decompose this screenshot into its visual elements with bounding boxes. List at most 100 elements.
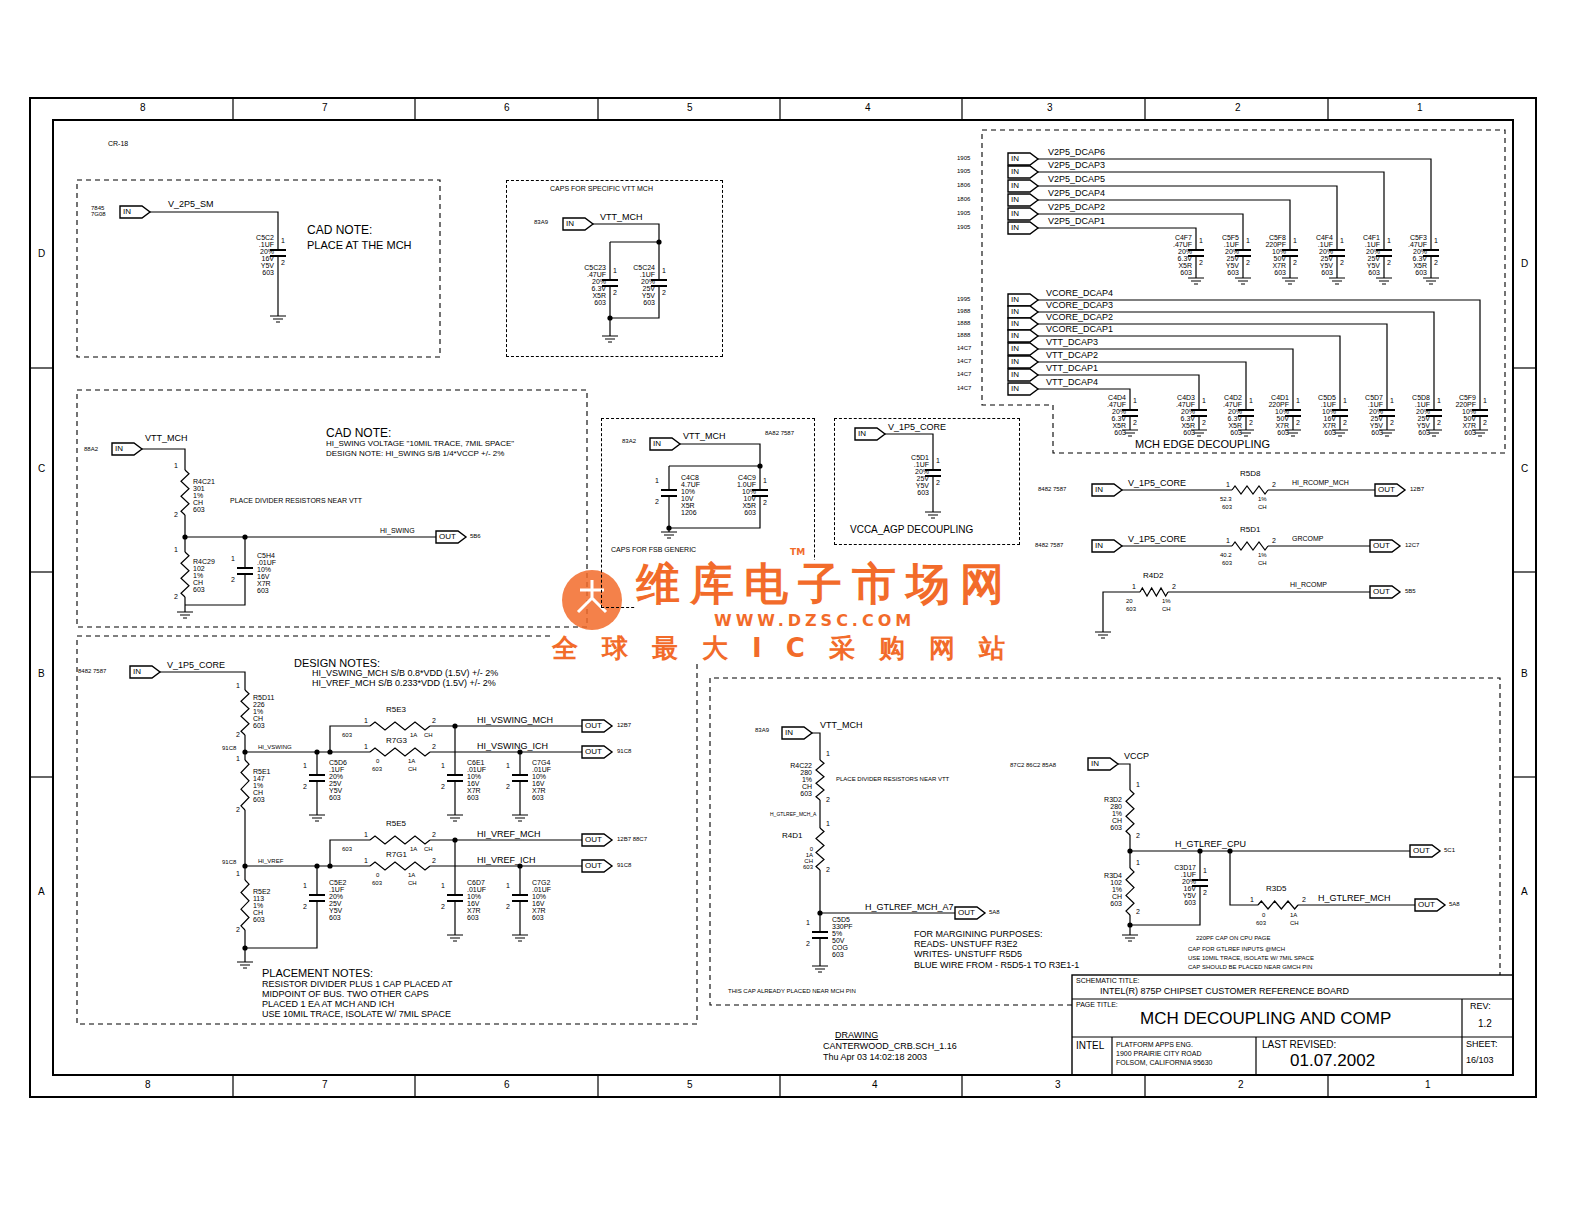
signal-label: 1 (1417, 102, 1423, 113)
signal-label: 14C7 (957, 345, 971, 352)
ground-symbol (177, 612, 193, 618)
pin-number: 1 (1226, 481, 1230, 489)
pin-number: 1 (662, 267, 666, 275)
pin-number: 2 (303, 903, 307, 911)
signal-label: DESIGN NOTES: (294, 657, 380, 669)
signal-label: 8482 7587 (78, 668, 106, 675)
wire (1038, 214, 1243, 250)
part-value: C4D3 .47UF 20% 6.3V X5R 603 (1176, 394, 1195, 436)
wire (184, 597, 185, 612)
signal-label: H_GTLREF_MCH_A7 (865, 903, 954, 913)
pin-number: 2 (506, 783, 510, 791)
pin-number: 1 (1199, 237, 1203, 245)
part-value: C5D8 .1UF 20% 25V Y5V 603 (1412, 394, 1430, 436)
signal-label: DRAWING (835, 1031, 878, 1041)
wire (1298, 904, 1415, 905)
signal-label: OUT (585, 836, 602, 845)
signal-label: B (1521, 668, 1528, 679)
signal-label: IN (1011, 345, 1019, 354)
signal-label: OUT (585, 862, 602, 871)
signal-label: CAD NOTE: (326, 427, 391, 440)
region-caption: VCCA_AGP DECOUPLING (850, 524, 973, 535)
signal-label: VTT_MCH (683, 432, 726, 442)
signal-label: VCORE_DCAP2 (1046, 313, 1113, 323)
capacitor-symbol (512, 775, 528, 781)
signal-label: 5 (687, 102, 693, 113)
junction-dot (656, 239, 661, 244)
signal-label: 14C7 (957, 371, 971, 378)
pin-number: 1 (506, 882, 510, 890)
signal-label: 91C8 (617, 862, 631, 869)
signal-label: PLATFORM APPS ENG. (1116, 1041, 1193, 1049)
wire (1038, 228, 1196, 250)
signal-label: OUT (1378, 486, 1395, 495)
wire (609, 242, 610, 280)
pin-number: 2 (506, 903, 510, 911)
pin-number: 1 (303, 762, 307, 770)
signal-label: CR-18 (108, 140, 128, 148)
signal-label: 1888 (957, 332, 970, 339)
port-flag (855, 428, 885, 440)
signal-label: 12B7 (1410, 486, 1424, 493)
port-flag (1008, 383, 1038, 395)
signal-label: VTT_MCH (145, 434, 188, 444)
wire (430, 751, 582, 752)
signal-label: V2P5_DCAP6 (1048, 148, 1105, 158)
part-value: C5C24 .1UF 20% 25V Y5V 603 (633, 264, 655, 306)
signal-label: OUT (1413, 847, 1430, 856)
signal-label: 12B7 88C7 (617, 836, 647, 843)
signal-label: Thu Apr 03 14:02:18 2003 (823, 1053, 927, 1063)
pin-number: 1 (763, 477, 767, 485)
pin-number: 2 (1293, 259, 1297, 267)
part-value: C5D6 .1UF 20% 25V Y5V 603 (329, 759, 347, 801)
ground-symbol (925, 512, 941, 518)
signal-label: V_1P5_CORE (1128, 479, 1186, 489)
capacitor-symbol (309, 895, 325, 901)
signal-label: 87C2 86C2 85A8 (1010, 762, 1056, 769)
part-value: C6E1 .01UF 10% 16V X7R 603 (467, 759, 486, 801)
signal-label: 1806 (957, 196, 970, 203)
pin-number: 1 (826, 750, 830, 758)
watermark-text: 维库电子市场网 (636, 560, 1014, 608)
part-value: C4D1 220PF 10% 50V X7R 603 (1268, 394, 1289, 436)
part-value: R3D4 102 1% CH 603 (1104, 872, 1122, 907)
port-flag (1375, 484, 1405, 496)
ground-symbol (1122, 935, 1138, 941)
signal-label: OUT (439, 533, 456, 542)
port-flag (1008, 306, 1038, 318)
signal-label: 3 (1055, 1079, 1061, 1090)
part-value: C5C2 .1UF 20% 16V Y5V 603 (256, 234, 274, 276)
signal-label: 5A8 (1449, 901, 1460, 908)
pin-number: 1 (506, 762, 510, 770)
port-flag (1008, 153, 1038, 165)
frame-line (961, 1075, 962, 1097)
pin-number: 1 (174, 462, 178, 470)
signal-label: CAP FOR GTLREF INPUTS @MCH (1188, 946, 1285, 953)
part-value: C4C8 4.7UF 10% 10V X5R 1206 (681, 474, 700, 516)
signal-label: HI_RCOMP (1290, 581, 1327, 589)
signal-label: 4 (865, 102, 871, 113)
pin-number: 1 (1387, 237, 1391, 245)
frame-line (1327, 98, 1328, 120)
pin-number: 2 (1296, 419, 1300, 427)
signal-label: USE 10MIL TRACE, ISOLATE W/ 7MIL SPACE (1188, 955, 1314, 962)
wire (932, 476, 933, 512)
pin-number: 1 (303, 882, 307, 890)
part-value: C5D5 .1UF 10% 16V X7R 603 (1318, 394, 1336, 436)
signal-label: OUT (1418, 901, 1435, 910)
pin-number: 2 (662, 289, 666, 297)
signal-label: 2 (1235, 102, 1241, 113)
signal-label: 603 (1222, 560, 1232, 567)
resistor-symbol (181, 470, 189, 515)
signal-label: V2P5_DCAP2 (1048, 203, 1105, 213)
signal-label: 5B5 (1405, 588, 1416, 595)
pin-number: 2 (174, 511, 178, 519)
signal-label: HI_VSWING (258, 744, 292, 751)
capacitor-symbol (309, 775, 325, 781)
ground-symbol (1282, 278, 1298, 284)
pin-number: 2 (1133, 419, 1137, 427)
port-flag (1008, 330, 1038, 342)
part-value: C5E2 .1UF 20% 25V Y5V 603 (329, 879, 347, 921)
signal-label: 8482 7587 (1035, 542, 1063, 549)
wire (519, 781, 520, 815)
